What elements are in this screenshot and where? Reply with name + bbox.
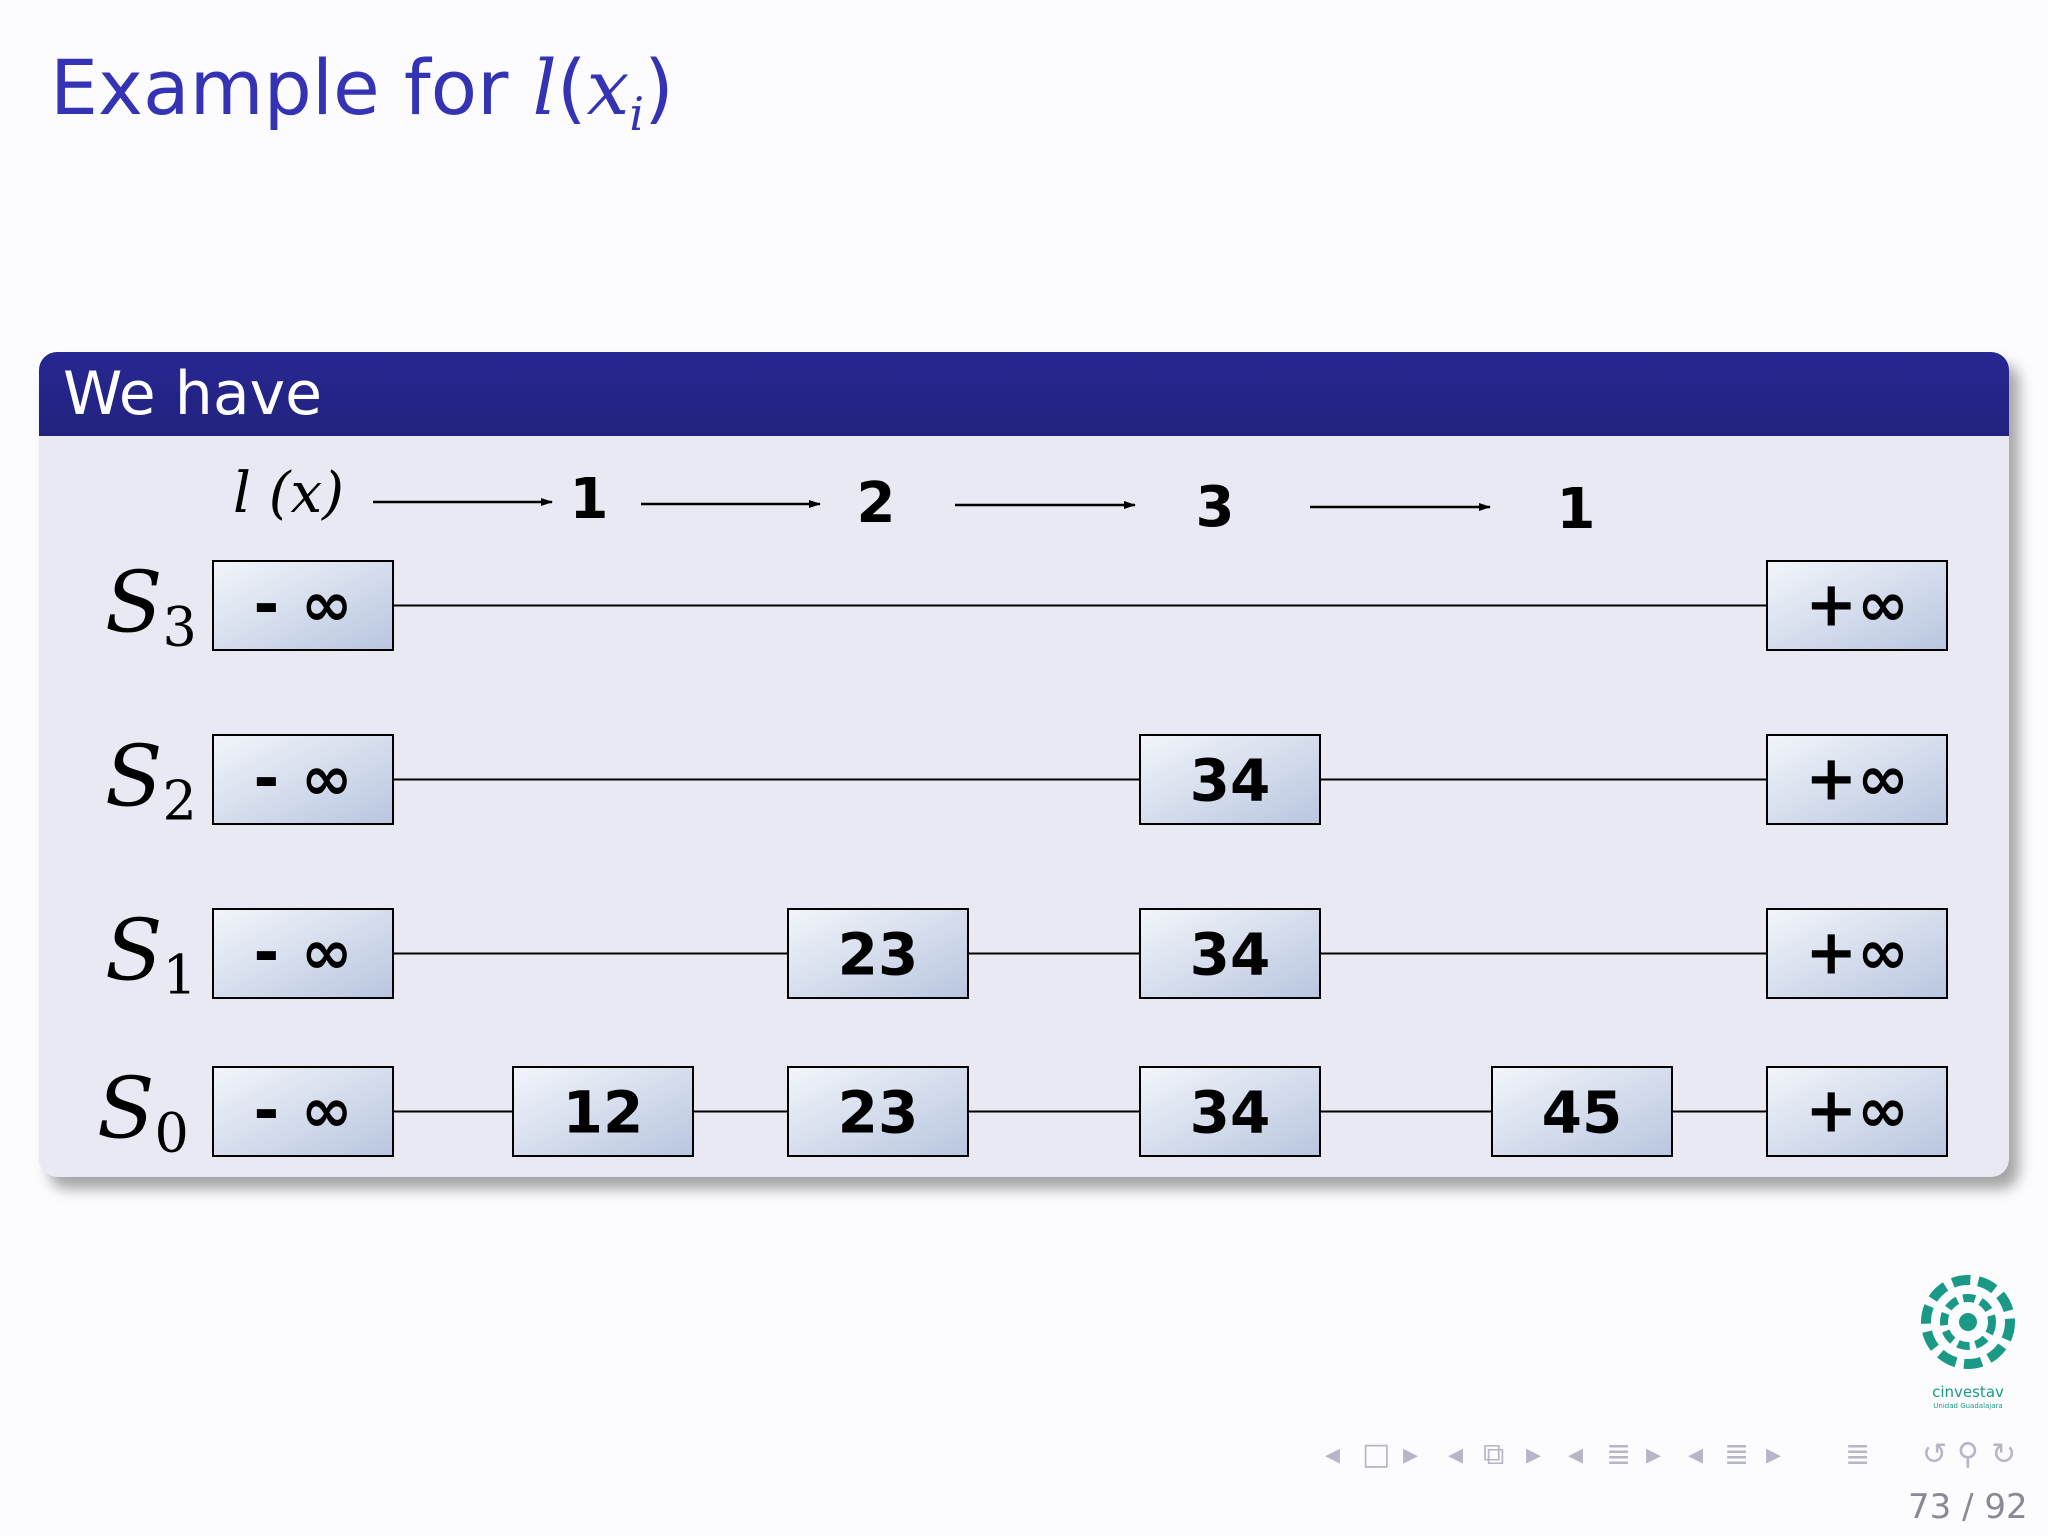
list-node [212, 560, 394, 651]
list-node [512, 1066, 694, 1157]
list-node [1766, 1066, 1948, 1157]
node-value: 23 [838, 921, 919, 989]
node-value: - ∞ [254, 742, 353, 815]
list-label: S0 [97, 1060, 189, 1165]
logo-subtext: Unidad Guadalajara [1933, 1402, 2002, 1410]
nav-symbol-icon[interactable]: ⚲ [1957, 1437, 1981, 1472]
level-label: 1 [570, 467, 609, 532]
list-node [1139, 734, 1321, 825]
node-value: +∞ [1805, 568, 1909, 641]
nav-symbol-icon[interactable]: ⧉ [1483, 1437, 1507, 1472]
title-sub: i [629, 87, 645, 142]
title-var: x [586, 43, 630, 132]
nav-symbol-icon[interactable]: ◂ [1325, 1437, 1343, 1472]
list-node [1766, 908, 1948, 999]
nav-symbol-icon[interactable]: ▸ [1526, 1437, 1544, 1472]
nav-symbol-icon[interactable]: ◂ [1568, 1437, 1586, 1472]
example-block: We have [39, 352, 2009, 1177]
list-label: S3 [105, 554, 197, 659]
title-prefix: Example for [50, 43, 533, 132]
list-node [212, 908, 394, 999]
nav-symbol-icon[interactable]: ▸ [1766, 1437, 1784, 1472]
level-label: 2 [857, 471, 896, 536]
node-value: 34 [1190, 747, 1271, 815]
list-node [787, 908, 969, 999]
list-node [1766, 734, 1948, 825]
nav-symbol-icon[interactable]: ↻ [1991, 1437, 2019, 1472]
level-label: 1 [1557, 477, 1596, 542]
nav-symbol-icon[interactable]: ↺ [1922, 1437, 1950, 1472]
node-value: +∞ [1805, 742, 1909, 815]
title-paren-open: ( [556, 43, 587, 132]
node-value: - ∞ [254, 568, 353, 641]
list-label: S2 [105, 728, 197, 833]
page-number: 73 / 92 [1908, 1487, 2028, 1527]
list-node [1491, 1066, 1673, 1157]
node-value: 12 [563, 1079, 644, 1147]
cinvestav-logo: cinvestav Unidad Guadalajara [1921, 1275, 2015, 1410]
list-label: S1 [105, 902, 197, 1007]
nav-symbol-icon[interactable]: ▸ [1403, 1437, 1421, 1472]
title-paren-close: ) [644, 43, 674, 132]
node-value: - ∞ [254, 1074, 353, 1147]
level-label: 3 [1196, 475, 1235, 540]
nav-symbol-icon[interactable]: ≣ [1606, 1437, 1634, 1472]
nav-symbol-icon[interactable]: ≣ [1724, 1437, 1752, 1472]
node-value: - ∞ [254, 916, 353, 989]
node-value: 34 [1190, 921, 1271, 989]
list-node [1139, 1066, 1321, 1157]
list-node [212, 734, 394, 825]
list-node [787, 1066, 969, 1157]
list-node [1766, 560, 1948, 651]
nav-symbol-icon[interactable]: ▸ [1646, 1437, 1664, 1472]
nav-symbol-icon[interactable]: ≣ [1845, 1437, 1873, 1472]
logo-text: cinvestav [1932, 1383, 2004, 1401]
slide-title: Example for l(xi) [50, 42, 674, 142]
list-node [1139, 908, 1321, 999]
node-value: +∞ [1805, 1074, 1909, 1147]
block-heading: We have [39, 352, 2009, 436]
nav-symbol-icon[interactable]: ◂ [1448, 1437, 1466, 1472]
lx-label: l (x) [233, 461, 344, 526]
node-value: 34 [1190, 1079, 1271, 1147]
node-value: 45 [1542, 1079, 1623, 1147]
node-value: 23 [838, 1079, 919, 1147]
title-func: l [532, 43, 557, 132]
list-node [212, 1066, 394, 1157]
nav-symbol-icon[interactable]: ◂ [1688, 1437, 1706, 1472]
node-value: +∞ [1805, 916, 1909, 989]
nav-symbol-icon[interactable]: □ [1362, 1437, 1393, 1472]
